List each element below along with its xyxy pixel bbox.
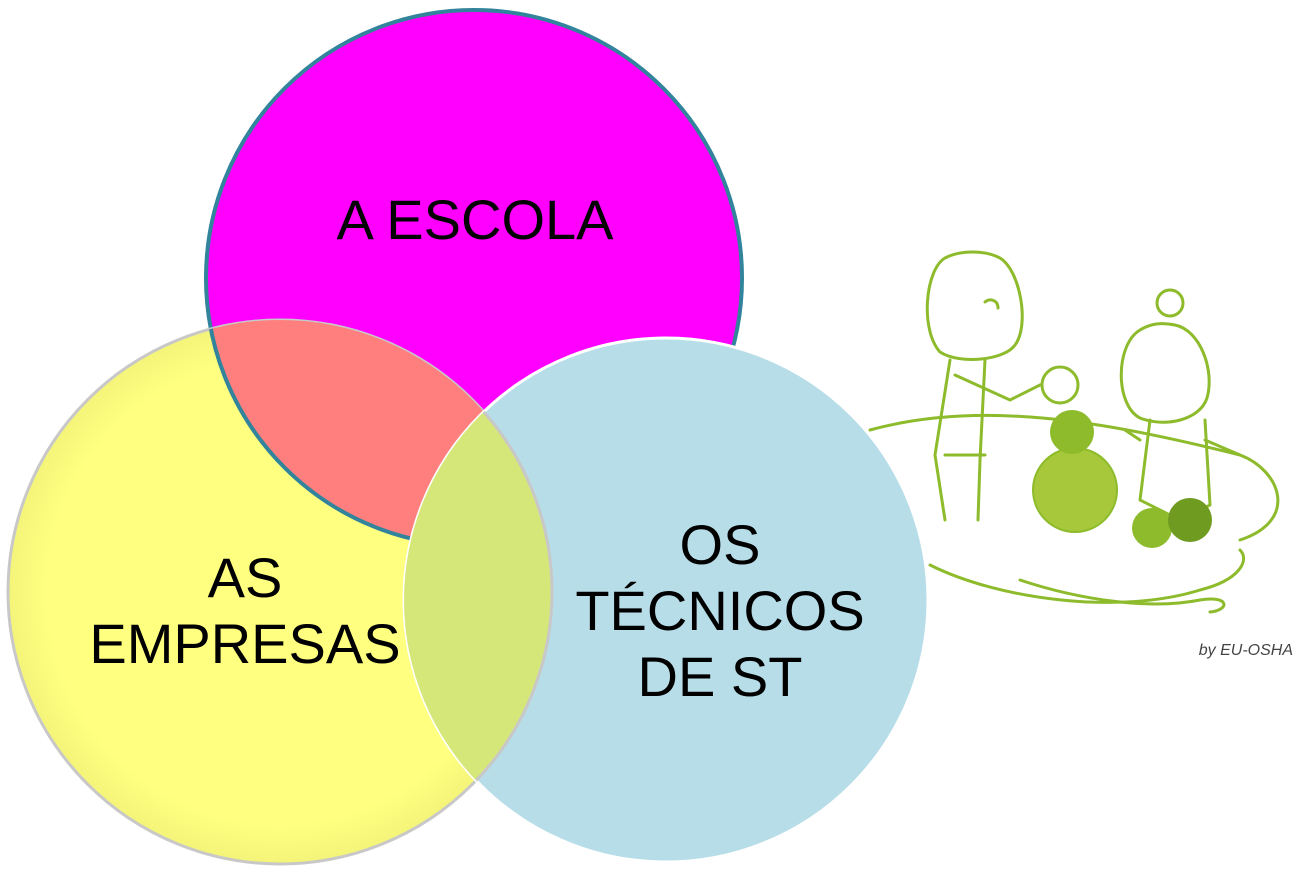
illustration-credit: by EU-OSHA [1198,642,1293,659]
circle-label-line: EMPRESAS [89,612,401,675]
label-escola: A ESCOLA [280,187,670,253]
workers-illustration [868,250,1280,614]
yarn-balls [1032,410,1212,548]
circle-label-line: OS [679,513,761,576]
circle-label-line: TÉCNICOS [575,579,865,642]
circle-label-line: DE ST [637,645,803,708]
circle-label-line: AS [207,546,283,609]
circle-label-line: A ESCOLA [336,188,614,251]
